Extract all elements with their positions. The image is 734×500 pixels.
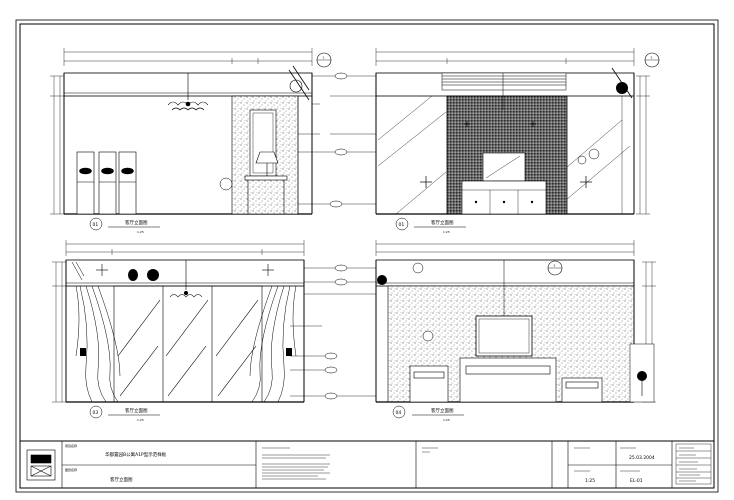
elevation-number: 03	[93, 410, 99, 416]
elevation-scale: 1:25	[443, 230, 450, 234]
elevation-title: 客厅立面图	[431, 407, 454, 414]
date-value: 25.03.2004	[629, 455, 655, 461]
section-reference-markers: 1 2 5	[316, 52, 660, 276]
curtain-right	[249, 285, 297, 403]
elevation-title: 客厅立面图	[125, 407, 148, 414]
elevation-number: 04	[396, 410, 402, 416]
chandelier-icon	[167, 73, 209, 111]
elevation-4: 04 客厅立面图 1:25	[322, 240, 656, 422]
drawing-number: EL-01	[630, 478, 643, 484]
elevation-number: 01	[93, 222, 99, 228]
reference-marker-label: 2	[651, 56, 653, 60]
drawing-label: 图纸名称	[65, 467, 77, 472]
elevation-scale: 1:25	[443, 418, 450, 422]
revision-table	[675, 443, 712, 485]
elevation-number-circle	[395, 217, 409, 231]
title-block: 项目名称 华都置园B公寓A1P型示范样板 图纸名称 客厅立面图 25.03.20…	[19, 440, 715, 489]
outer-border	[15, 19, 719, 493]
elevation-scale: 1:25	[137, 230, 144, 234]
project-name: 华都置园B公寓A1P型示范样板	[105, 451, 167, 458]
elevation-1: 01 客厅立面图 1:25	[50, 48, 348, 234]
curtain-left	[75, 285, 121, 403]
elevation-title: 客厅立面图	[431, 219, 454, 226]
elevation-number: 01	[399, 222, 405, 228]
project-label: 项目名称	[65, 443, 77, 448]
elevation-title: 客厅立面图	[125, 219, 148, 226]
elevation-number-circle	[89, 217, 103, 231]
bar-stools	[76, 151, 137, 215]
reference-marker-label: 1	[323, 56, 325, 60]
section-marker-icon	[219, 177, 233, 191]
drawing-name: 客厅立面图	[110, 476, 133, 483]
sofa-set	[409, 357, 603, 403]
elevation-3: 03 客厅立面图 1:25	[52, 240, 348, 422]
scale-value: 1:25	[585, 478, 595, 484]
elevation-2: 01 客厅立面图 1:25	[330, 48, 650, 234]
elevation-scale: 1:25	[137, 418, 144, 422]
wall-lamp-icon	[616, 82, 628, 94]
elevation-number-circle	[89, 405, 103, 419]
notes-block	[262, 447, 640, 480]
company-logo	[26, 449, 56, 481]
reference-marker-label: 5	[554, 264, 556, 268]
elevation-number-circle	[392, 405, 406, 419]
